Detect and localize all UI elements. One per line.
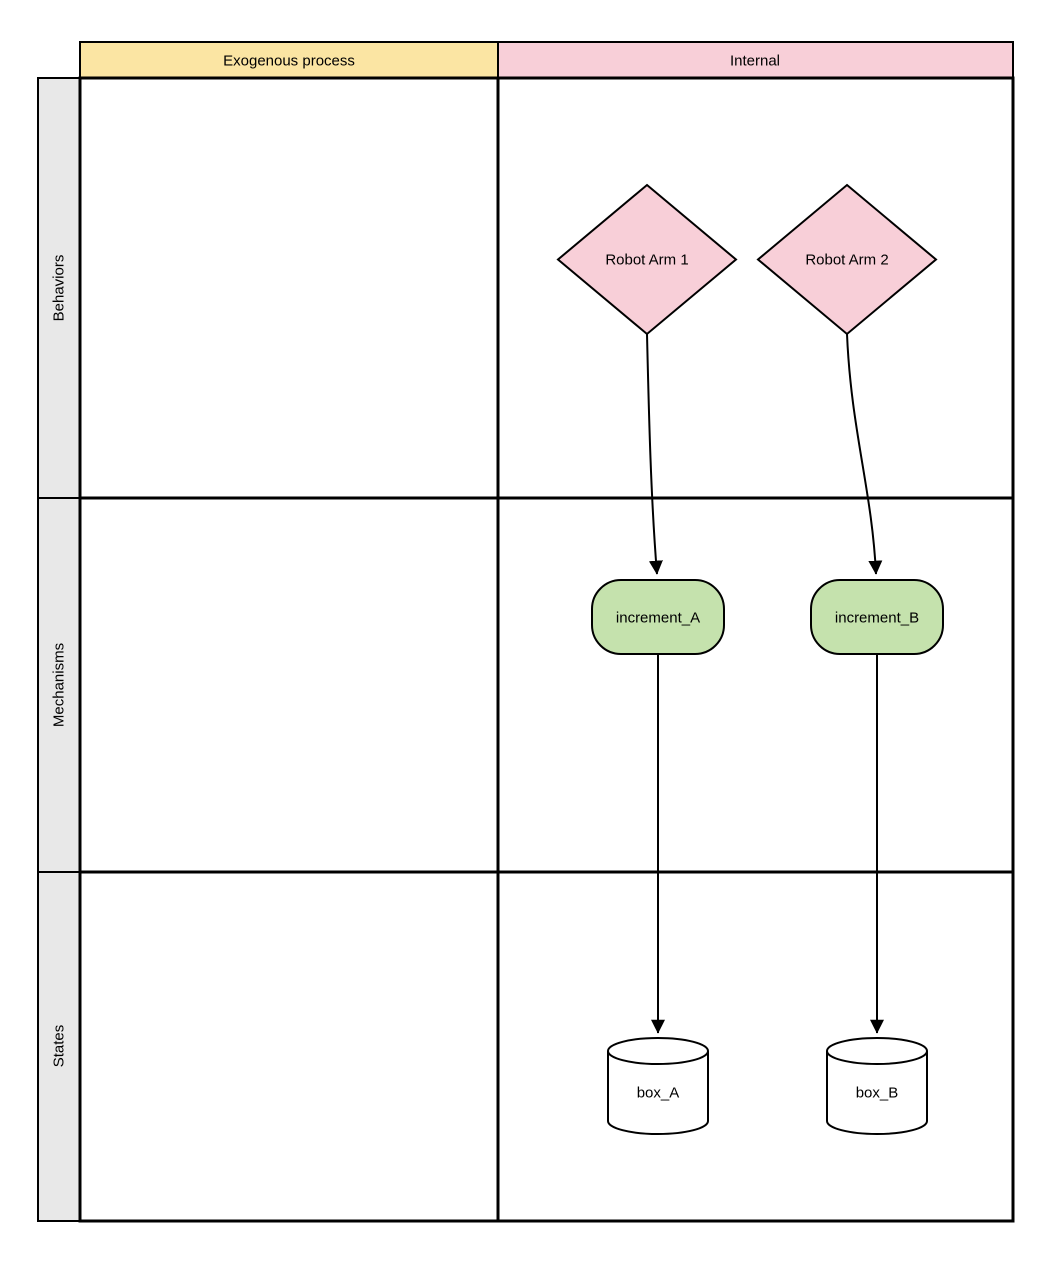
row-header-mechanisms-label: Mechanisms [51,643,68,727]
node-box-b-label: box_B [856,1085,899,1102]
node-box-b-cylinder: box_B [826,1037,928,1135]
node-box-b-top [826,1037,928,1065]
column-header-exogenous-label: Exogenous process [223,53,355,70]
column-header-exogenous-cell [79,41,499,79]
node-box-a-top [607,1037,709,1065]
edge-robotarm1-to-incrementA [646,333,663,575]
node-robot-arm-2-diamond [756,183,938,336]
node-increment-b-box [810,579,944,655]
node-increment-a-box [591,579,725,655]
row-header-states-cell [37,871,81,1222]
column-header-internal-label: Internal [730,53,780,70]
column-header-internal-cell [497,41,1014,79]
node-robot-arm-1-diamond [556,183,738,336]
row-header-behaviors-label: Behaviors [51,255,68,322]
node-robot-arm-1-label: Robot Arm 1 [605,252,688,269]
row-header-states-label: States [51,1025,68,1068]
edge-robotarm2-to-incrementB [846,333,883,575]
swimlane-grid [78,76,1015,1223]
node-box-a-body [607,1051,709,1135]
grid-outer-border [78,76,1015,1223]
node-box-b-body [826,1051,928,1135]
edges [646,333,884,1034]
node-increment-a-label: increment_A [616,610,700,627]
column-header-row: Exogenous process Internal [79,41,1014,79]
node-increment-b-label: increment_B [835,610,919,627]
node-box-a-label: box_A [637,1085,680,1102]
nodes: Robot Arm 1 Robot Arm 2 increment_A incr… [556,183,944,1135]
node-robot-arm-2-label: Robot Arm 2 [805,252,888,269]
node-box-a-cylinder: box_A [607,1037,709,1135]
row-header-column: Behaviors Mechanisms States [37,77,81,1222]
